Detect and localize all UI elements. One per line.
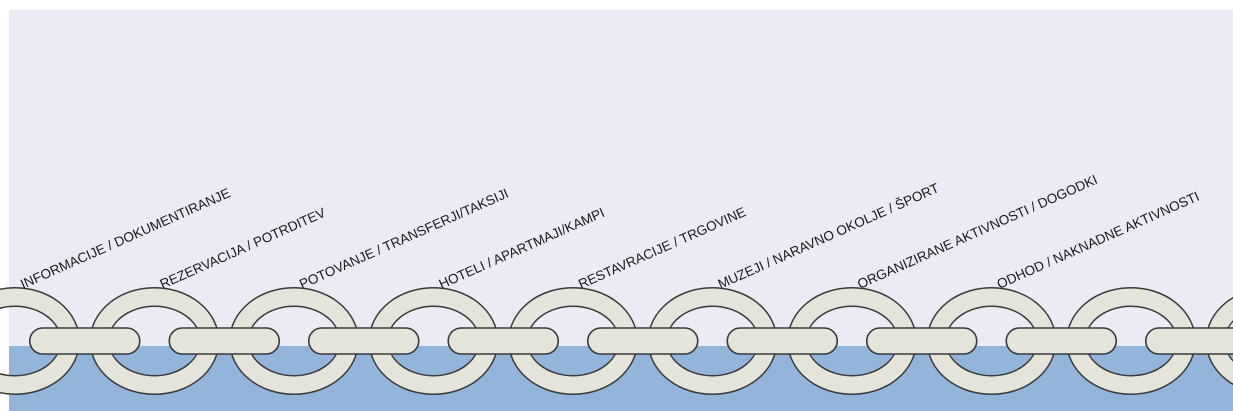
chain-link-bar: [586, 327, 699, 355]
chain-link-bar: [1144, 327, 1233, 355]
chain-link-bar: [726, 327, 839, 355]
chain-link-bar: [168, 327, 281, 355]
chain-bars-layer: [28, 327, 1233, 355]
chain-link-bar: [307, 327, 420, 355]
chain-link-bar: [865, 327, 978, 355]
chain-link-bar: [28, 327, 141, 355]
chain-link-bar: [447, 327, 560, 355]
sky-background: [9, 10, 1233, 346]
chain-link-bar: [1005, 327, 1118, 355]
